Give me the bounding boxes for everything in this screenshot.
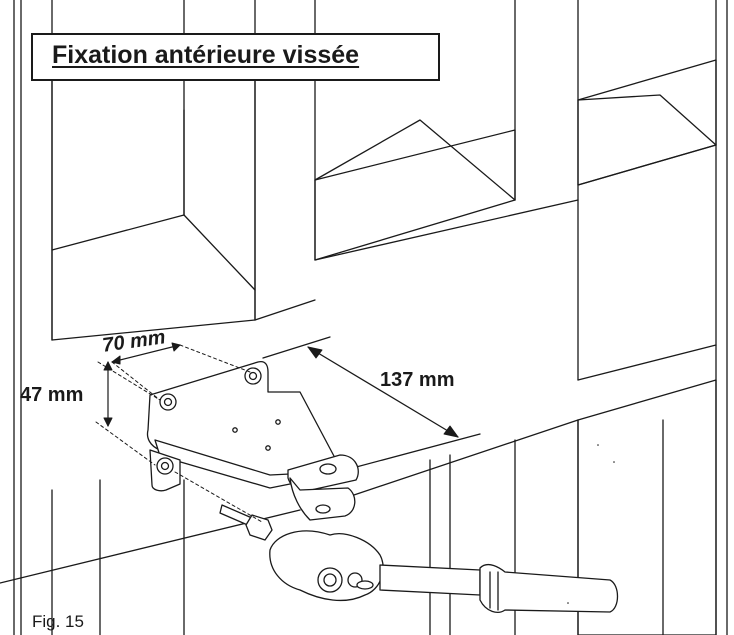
title-box (31, 33, 440, 81)
height-dimension-label: 47 mm (20, 384, 84, 406)
offset-dimension-label: 137 mm (380, 369, 455, 391)
panel-upper-left (51, 44, 256, 341)
bracket (146, 360, 359, 521)
figure-title: Fixation antérieure vissée (52, 41, 360, 69)
panel-lower-right (577, 379, 717, 635)
figure-caption: Fig. 15 (32, 612, 84, 631)
screw (219, 504, 273, 541)
bracket-bolts (156, 367, 337, 514)
tie-rod (269, 530, 619, 613)
speckles (567, 444, 615, 604)
panel-upper-right (577, 59, 717, 186)
dimension-lines (95, 342, 459, 523)
door-frame-lines (13, 0, 728, 635)
panel-upper-middle (314, 119, 516, 261)
